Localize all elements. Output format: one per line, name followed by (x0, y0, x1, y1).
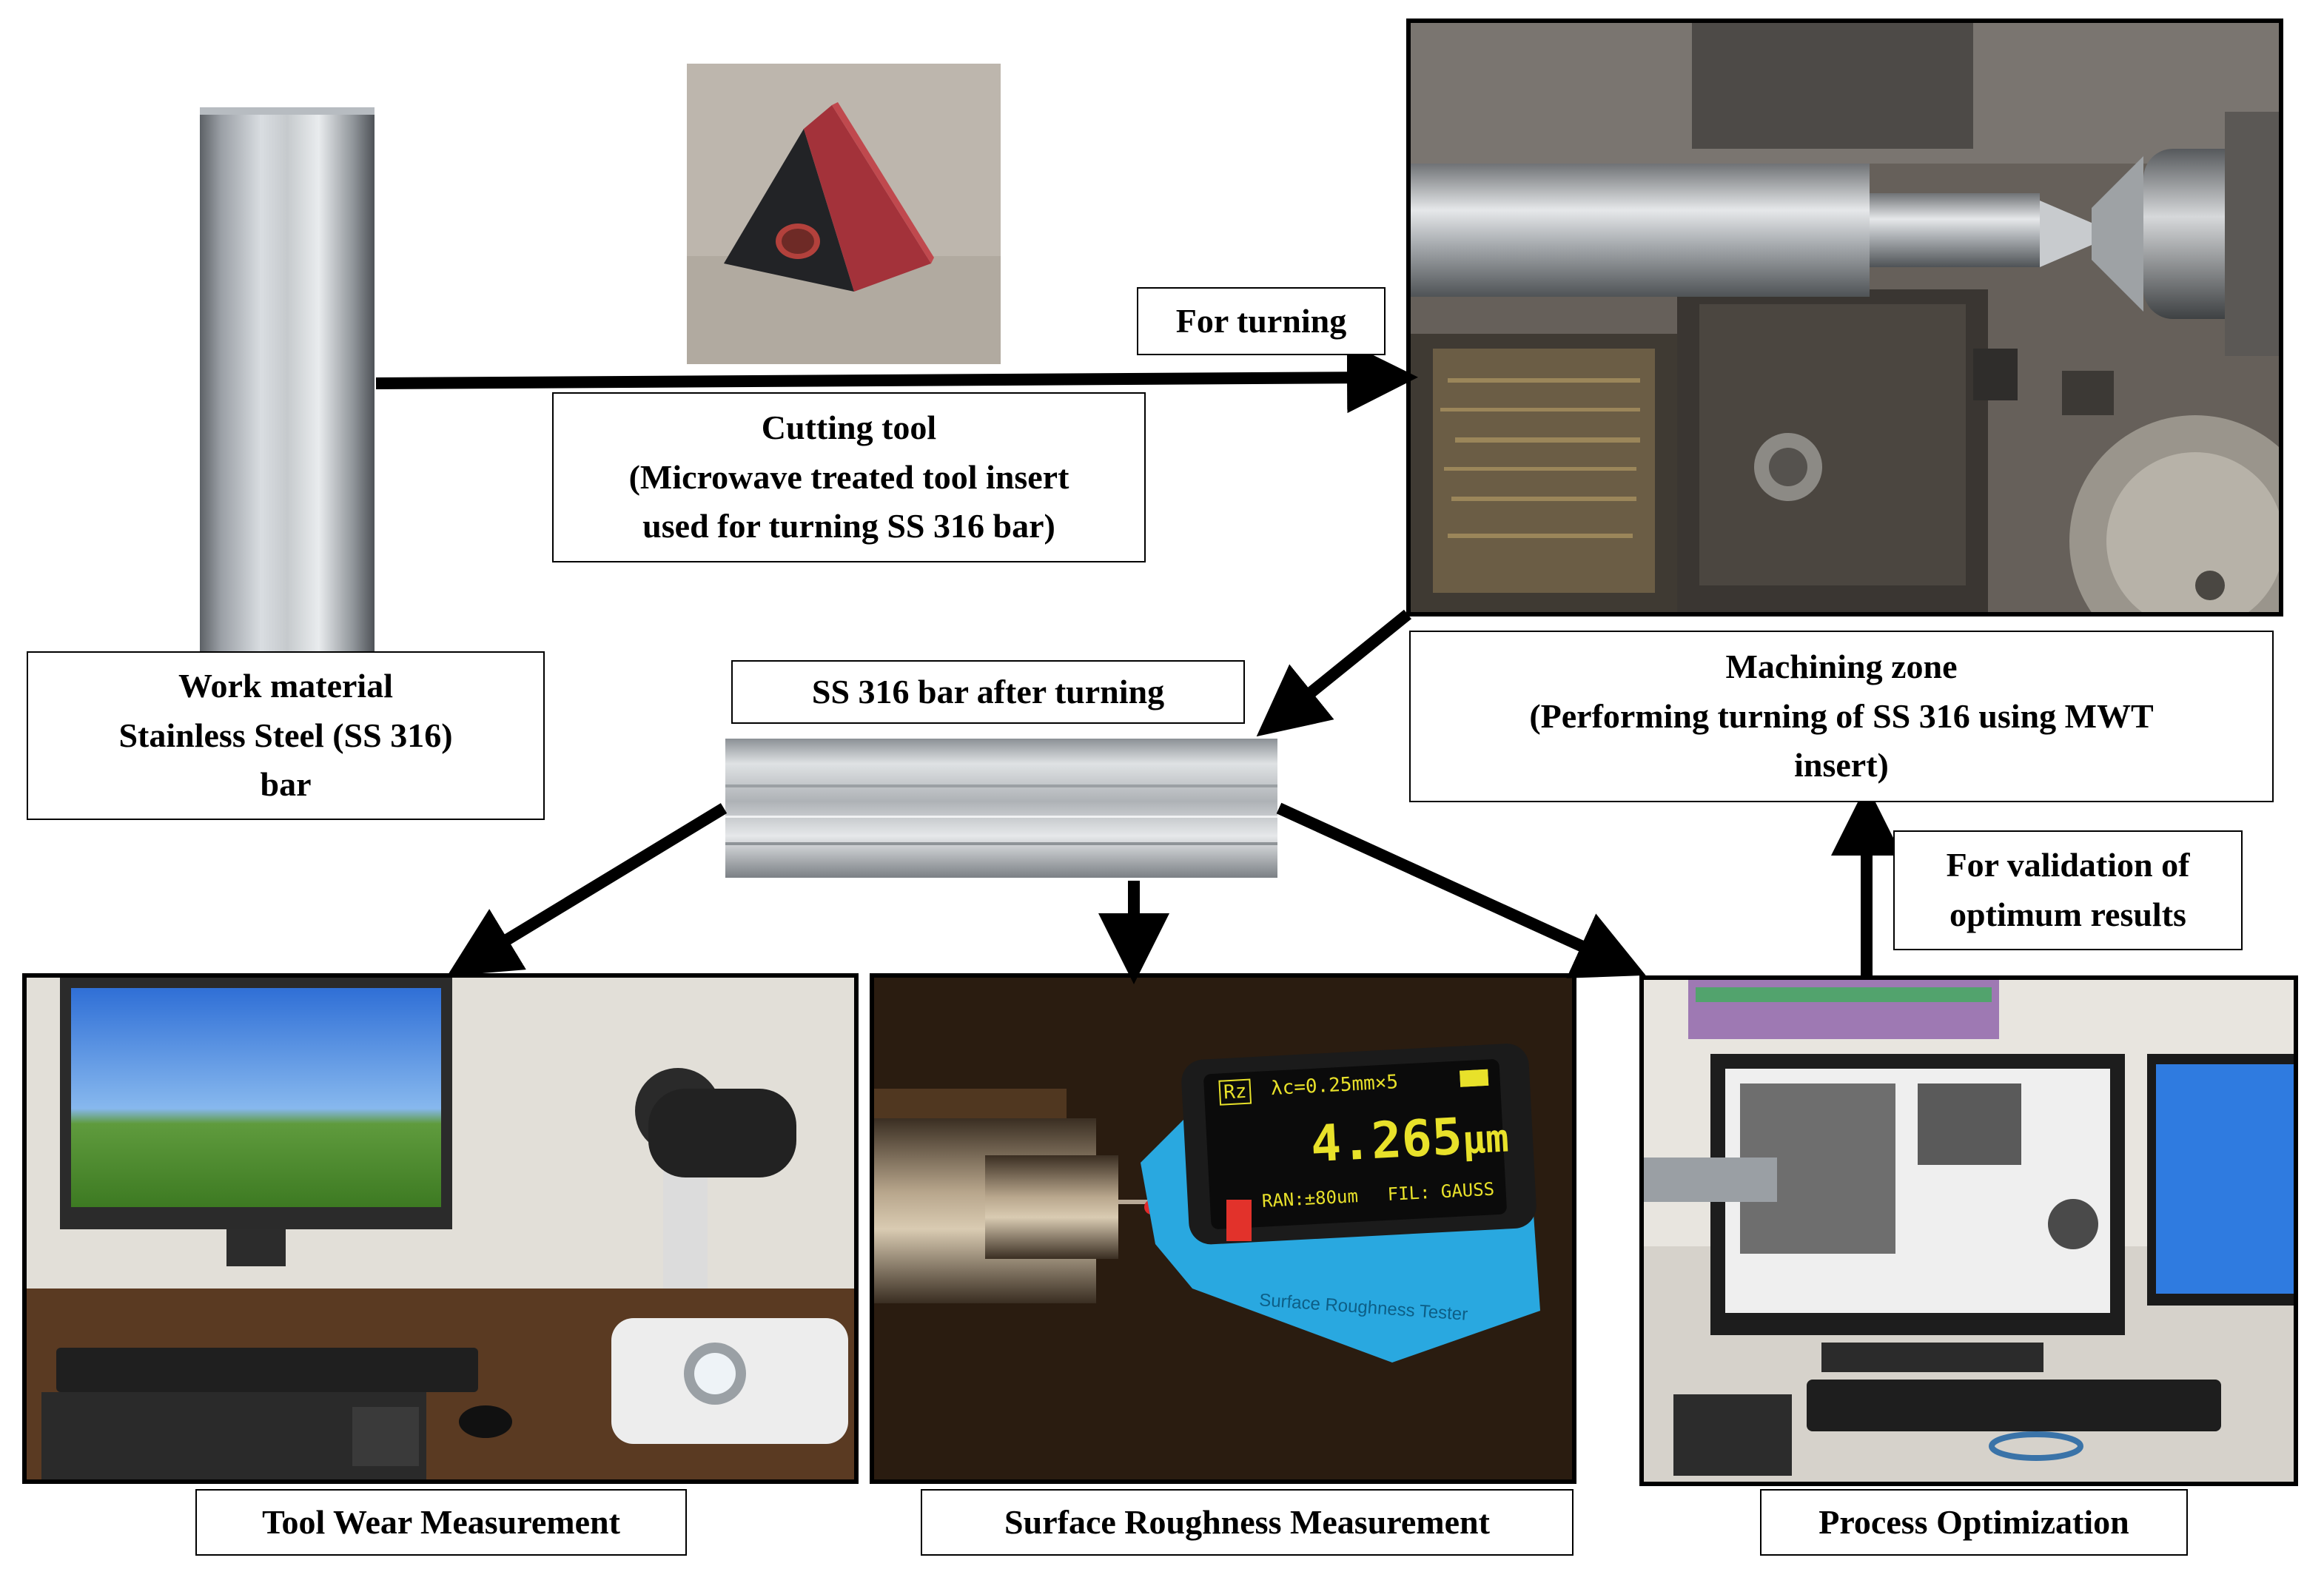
tool-wear-photo (22, 973, 859, 1484)
validation-label: For validation of optimum results (1893, 830, 2243, 950)
machining-zone-line-2: (Performing turning of SS 316 using MWT (1529, 696, 2154, 735)
machining-zone-line-3: insert) (1794, 746, 1889, 784)
turned-bar-photo (725, 739, 1277, 878)
work-material-line-2: Stainless Steel (SS 316) (118, 716, 453, 754)
arrow-bar-to-lathe (375, 342, 1418, 414)
arrow-turned-bar-to-tool-wear (446, 803, 728, 976)
arrow-lathe-to-turned-bar (1256, 609, 1412, 737)
cutting-tool-line-3: used for turning SS 316 bar) (642, 507, 1055, 545)
surface-roughness-tester-photo: Rz λc=0.25mm×5 4.265μm RAN:±80um FIL: GA… (870, 973, 1576, 1484)
work-material-line-3: bar (260, 765, 312, 804)
cutting-tool-line-1: Cutting tool (761, 408, 937, 446)
work-material-bar-photo (200, 107, 375, 651)
cutting-tool-label: Cutting tool (Microwave treated tool ins… (552, 392, 1146, 562)
work-material-label: Work material Stainless Steel (SS 316) b… (27, 651, 545, 820)
machining-zone-label: Machining zone (Performing turning of SS… (1409, 631, 2274, 802)
tool-wear-label: Tool Wear Measurement (195, 1489, 687, 1556)
validation-line-2: optimum results (1949, 896, 2186, 933)
cutting-tool-insert-photo (687, 64, 1001, 364)
surface-roughness-label: Surface Roughness Measurement (921, 1489, 1574, 1556)
work-material-line-1: Work material (178, 666, 393, 705)
validation-line-1: For validation of (1946, 846, 2190, 884)
process-optimization-label: Process Optimization (1760, 1489, 2188, 1556)
bar-after-turning-label: SS 316 bar after turning (731, 660, 1245, 724)
arrow-turned-bar-to-optimization (1276, 802, 1646, 978)
machining-zone-line-1: Machining zone (1725, 647, 1958, 685)
machining-zone-photo (1406, 19, 2283, 616)
process-optimization-photo (1639, 975, 2298, 1486)
cutting-tool-line-2: (Microwave treated tool insert (628, 457, 1069, 496)
for-turning-label: For turning (1137, 287, 1386, 355)
